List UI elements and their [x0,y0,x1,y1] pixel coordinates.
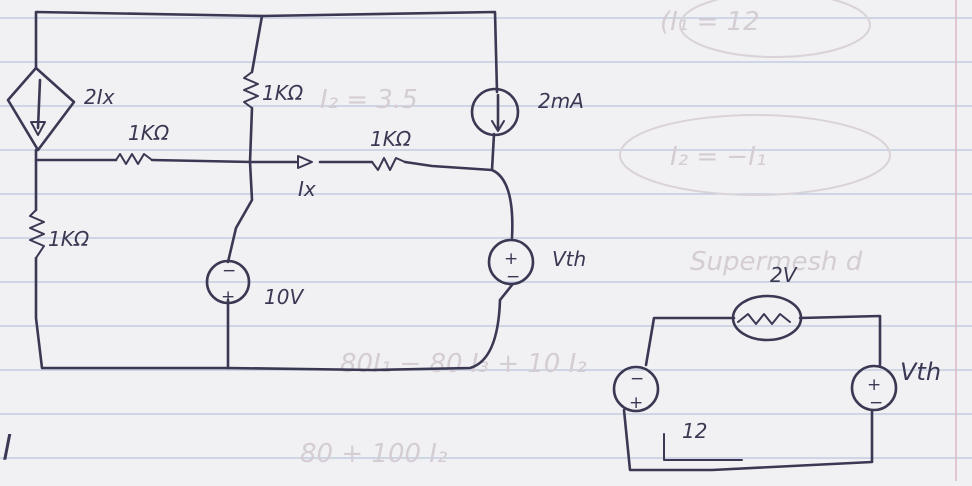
current-ix-marker: Ix [297,155,316,201]
side-top-label: 2V [770,263,798,287]
vth-plus: + [504,249,518,269]
vth-terminal-main: + − Vth [487,238,586,287]
ghost-top-right: (I₁ = 12 [660,7,760,37]
side-wire-loop [622,314,882,472]
side-left-plus: + [629,393,643,413]
resistor-right-branch: 1KΩ [370,127,412,171]
wire-middle-horizontal [34,158,494,172]
side-inner-bracket [663,433,743,461]
vth-minus: − [506,267,520,287]
ghost-middle-2: I₂ = −I₁ [670,142,766,172]
current-source-label: 2mA [538,89,584,113]
voltage-source-label: 10V [264,285,304,309]
voltage-source-minus: − [222,261,236,281]
current-source-2ma: 2mA [470,87,584,137]
bleed-through: (I₁ = 12 I₂ = 3.5 I₂ = −I₁ Supermesh d 8… [2,0,891,469]
ghost-eq-2: 80 + 100 I₂ [300,439,447,469]
vth-label-main: Vth [552,247,586,271]
main-circuit: 2Ix 1KΩ 1KΩ Ix 1KΩ 2mA [6,10,586,372]
ghost-eq-1: 80I₁ − 80 I₃ + 10 I₂ [340,349,587,379]
resistor-left-vertical-label: 1KΩ [48,227,90,251]
side-left-source: − + [612,365,660,413]
ghost-left-margin: l [2,429,12,469]
side-right-minus: − [869,393,883,413]
resistor-top-middle-label: 1KΩ [262,81,304,105]
side-right-plus: + [867,375,881,395]
resistor-top-middle: 1KΩ [243,71,304,109]
side-left-minus: − [630,369,644,389]
dependent-current-source: 2Ix [6,66,115,152]
side-circuit: 2V − + + − Vth 12 [612,263,941,472]
side-right-source: + − Vth [850,358,941,413]
wire-top [34,10,499,94]
wire-left-bottom [34,148,502,372]
resistor-middle-branch: 1KΩ [115,121,170,165]
ghost-supermesh: Supermesh d [690,247,863,277]
wire-middle-vertical [226,14,264,370]
current-ix-label: Ix [298,177,316,201]
resistor-right-branch-label: 1KΩ [370,127,412,151]
voltage-source-10v: − + 10V [205,259,304,309]
voltage-source-plus: + [221,287,235,307]
side-source-2v: 2V [731,263,803,342]
dependent-source-label: 2Ix [84,85,115,109]
wire-right-branch [490,132,514,302]
resistor-left-vertical: 1KΩ [29,209,90,259]
side-loop-label: 12 [682,419,707,443]
resistor-middle-branch-label: 1KΩ [128,121,170,145]
side-vth-label: Vth [900,358,941,386]
ghost-middle-1: I₂ = 3.5 [320,85,418,115]
